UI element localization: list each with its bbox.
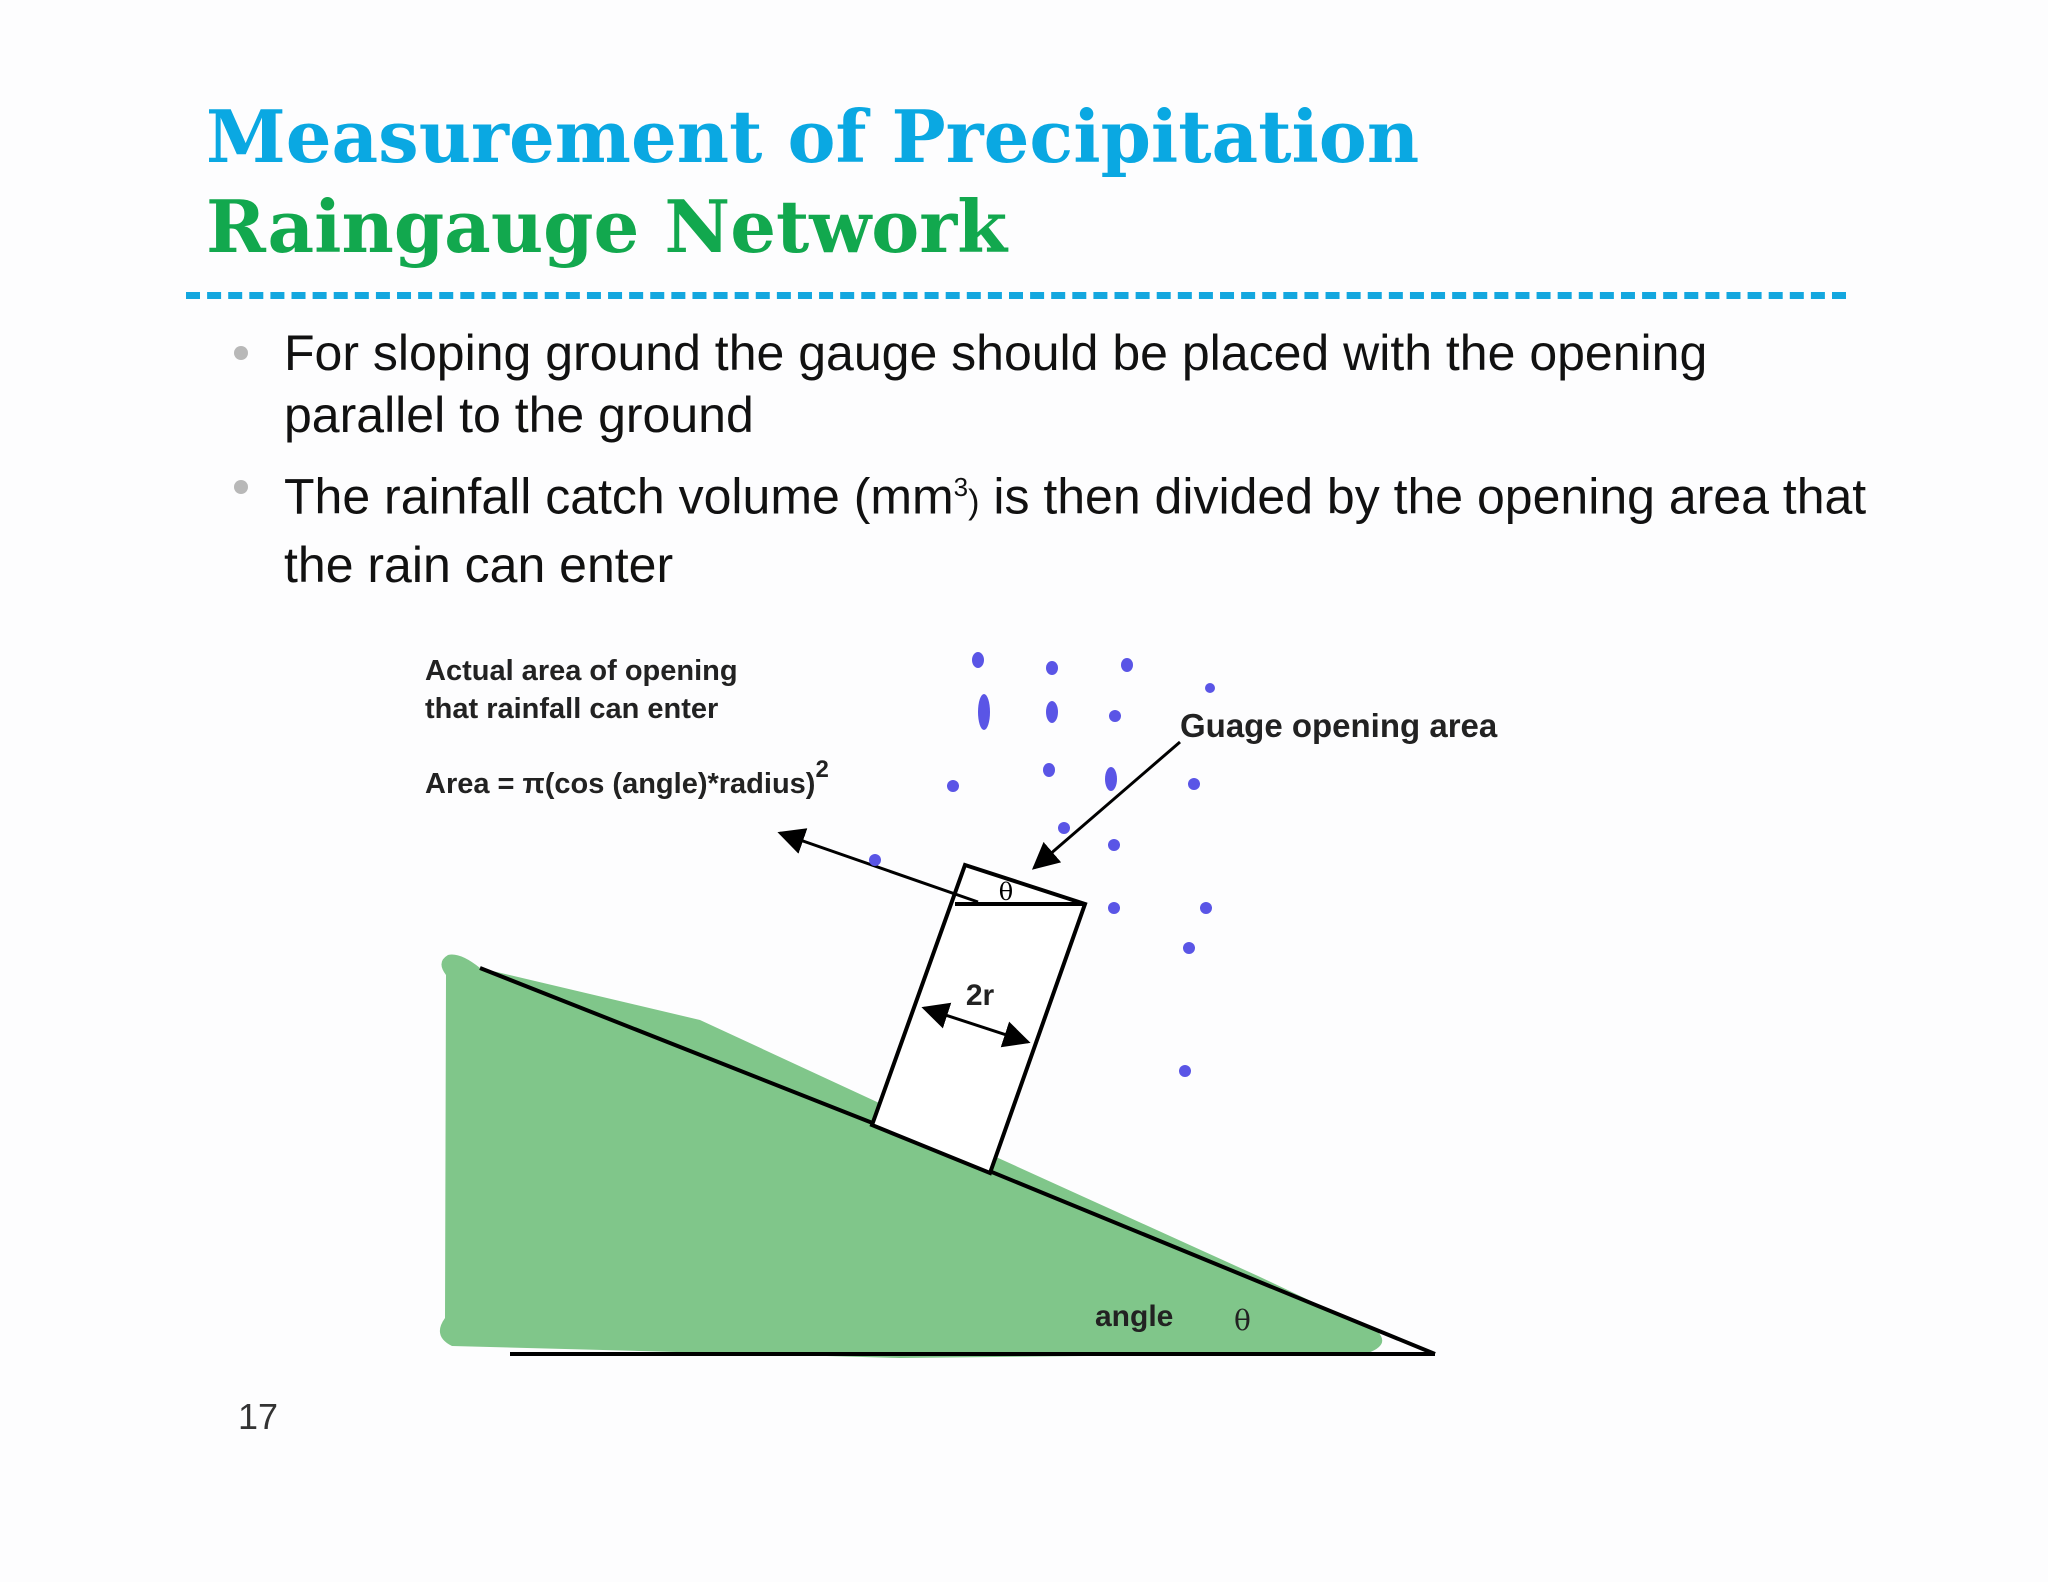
rain-gauge [869,862,1088,1176]
raindrop [869,854,881,866]
closing-paren: ) [968,483,980,522]
raindrops [869,652,1215,1077]
raindrop [1108,839,1120,851]
bullet-dot-icon [234,480,248,494]
raindrop [1121,658,1133,672]
diameter-arrow [921,1002,1031,1048]
bullet-list: For sloping ground the gauge should be p… [230,322,1870,606]
slide-subtitle: Raingauge Network [206,184,1008,269]
area-formula-text: Area = π(cos (angle)*radius) [425,768,815,800]
raindrop [978,694,990,730]
raindrop [1205,683,1215,693]
gauge-theta: θ [999,878,1013,906]
raindrop [1105,767,1117,791]
raindrop [1183,942,1195,954]
bullet-text-end: is then divided by the opening area that… [284,468,1867,593]
raindrop [1188,778,1200,790]
actual-area-label-line2: that rainfall can enter [425,693,718,725]
superscript-3: 3 [953,472,969,502]
raindrop [1046,701,1058,723]
sloped-ground [439,954,1383,1358]
raindrop [1046,661,1058,675]
angle-theta: θ [1234,1304,1251,1337]
angle-label: angle [1095,1300,1173,1333]
raindrop [1179,1065,1191,1077]
actual-area-label-line1: Actual area of opening [425,655,738,687]
raindrop [947,780,959,792]
raindrop [1109,710,1121,722]
raindrop [972,652,984,668]
slide-title: Measurement of Precipitation [206,94,1420,179]
diameter-label: 2r [966,979,995,1012]
gauge-opening-arrow [1031,740,1181,870]
raindrop [1200,902,1212,914]
raindrop [1043,763,1055,777]
actual-area-arrow [777,828,979,904]
bullet-item: For sloping ground the gauge should be p… [230,322,1870,446]
bullet-text-start: The rainfall catch volume (mm [284,468,954,525]
area-formula: Area = π(cos (angle)*radius)2 [425,756,829,800]
page-number: 17 [238,1396,279,1437]
bullet-item: The rainfall catch volume (mm3) is then … [230,456,1870,596]
title-divider [186,292,1846,299]
bullet-text: For sloping ground the gauge should be p… [284,325,1708,443]
ground-edge [479,966,1436,1356]
bullet-dot-icon [234,346,248,360]
area-formula-exponent: 2 [815,756,828,783]
raindrop [1058,822,1070,834]
gauge-opening-label: Guage opening area [1180,707,1498,744]
raindrop [1108,902,1120,914]
